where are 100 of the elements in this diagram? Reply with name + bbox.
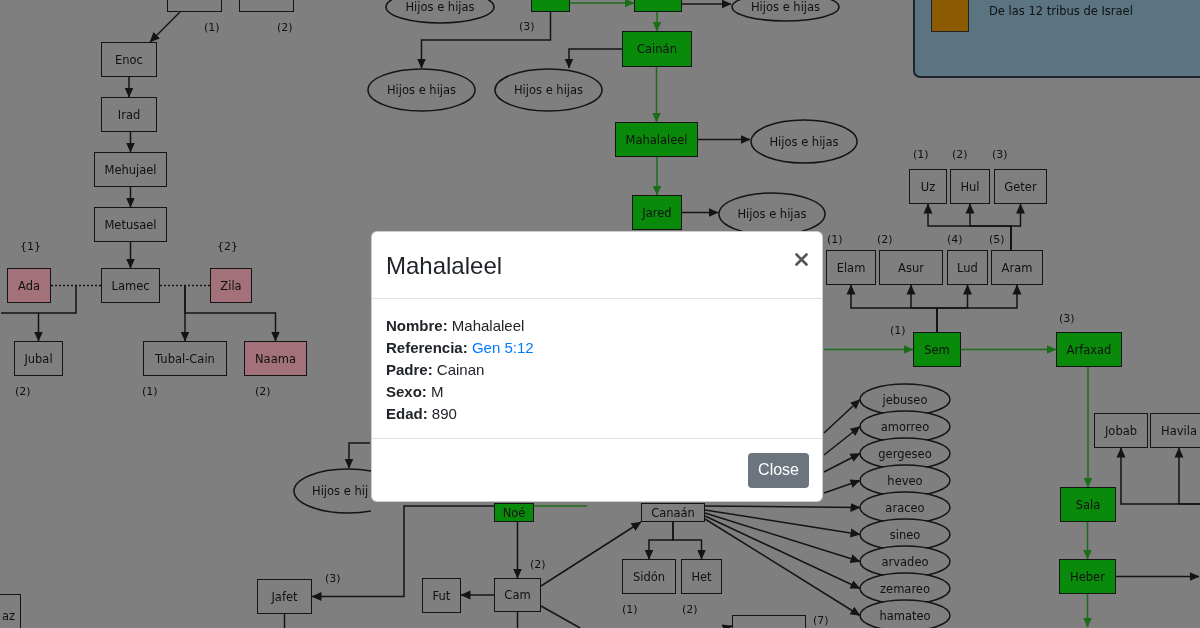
person-box: Het	[681, 559, 722, 594]
order-number: (2)	[877, 233, 893, 246]
detail-line: Sexo: M	[386, 382, 445, 402]
person-box: Arfaxad	[1056, 332, 1122, 367]
person-box: Aram	[991, 250, 1043, 285]
order-number: (3)	[992, 148, 1008, 161]
detail-line: Referencia: Gen 5:12	[386, 338, 535, 358]
arrow	[569, 0, 635, 8]
person-box: Mehujael	[94, 152, 167, 187]
person-box: Jared	[632, 195, 682, 230]
order-number: (1)	[622, 603, 638, 616]
arrow	[704, 512, 861, 563]
oval-node: Hijos e hijas	[367, 68, 476, 112]
arrow	[823, 398, 861, 434]
arrow	[126, 131, 135, 153]
person-box: Elam	[826, 250, 876, 285]
order-number: (1)	[890, 324, 906, 337]
legend-text: De las 12 tribus de Israel	[989, 4, 1133, 18]
person-box: Havila	[1150, 413, 1200, 448]
arrow	[823, 479, 861, 494]
arrow	[1083, 366, 1093, 488]
arrow	[681, 208, 719, 217]
person-box: Jobab	[1094, 413, 1148, 448]
arrow	[1174, 447, 1200, 505]
person-box: Jafet	[257, 579, 312, 614]
person-box: Mahalaleel	[615, 122, 698, 157]
person-box: Noé	[494, 503, 534, 522]
person-box: Jubal	[14, 341, 63, 376]
arrow	[681, 0, 732, 9]
oval-node: Hijos e hijas	[750, 119, 858, 164]
person-box: Zila	[210, 268, 252, 303]
dotted-line	[159, 284, 211, 287]
person-box: Ada	[7, 268, 51, 303]
person-box: Canaán	[641, 503, 705, 522]
arrow	[540, 521, 642, 587]
arrow	[1010, 203, 1025, 251]
person-box: Geter	[994, 169, 1047, 204]
order-number: (5)	[989, 233, 1005, 246]
person-box: Asur	[879, 250, 943, 285]
arrow	[704, 518, 861, 617]
order-number: (7)	[813, 614, 829, 627]
arrow	[697, 135, 751, 144]
order-number: {1}	[20, 240, 41, 253]
order-number: {2}	[217, 240, 238, 253]
detail-line: Padre: Cainan	[386, 360, 486, 380]
arrow	[652, 66, 661, 123]
person-box: Naama	[244, 341, 307, 376]
dotted-line	[50, 284, 102, 287]
modal-title: Mahalaleel	[386, 252, 503, 280]
arrow	[1083, 593, 1092, 628]
person-box: Irad	[101, 97, 157, 132]
person-box: Uz	[909, 169, 947, 204]
connector-line	[540, 605, 581, 628]
arrow	[417, 11, 552, 69]
person-box: Sala	[1060, 487, 1116, 522]
arrow	[126, 186, 135, 208]
person-box: Sidón	[622, 559, 676, 594]
arrow	[126, 241, 135, 269]
order-number: (2)	[277, 21, 293, 34]
arrow	[936, 284, 1022, 333]
arrow	[1115, 572, 1200, 581]
arrow	[184, 284, 280, 342]
order-number: (2)	[682, 603, 698, 616]
arrow	[823, 425, 861, 456]
oval-node: Hijos e hijas	[494, 68, 603, 112]
arrow	[704, 502, 861, 512]
arrow	[672, 521, 706, 560]
arrow	[1083, 521, 1092, 560]
arrow	[652, 156, 662, 196]
person-box: Enoc	[101, 42, 157, 77]
order-number: (1)	[913, 148, 929, 161]
order-number: (3)	[519, 20, 535, 33]
close-button: Close	[748, 452, 809, 488]
arrow	[652, 11, 662, 32]
person-box: Cam	[494, 578, 541, 612]
person-box: Tubal-Cain	[143, 341, 227, 376]
person-box: Hul	[950, 169, 990, 204]
person-box: Metusael	[94, 207, 167, 242]
person-box: Lud	[947, 250, 988, 285]
order-number: (1)	[204, 21, 220, 34]
arrow	[823, 452, 861, 473]
arrow	[311, 505, 495, 601]
reference-link: Gen 5:12	[471, 339, 534, 356]
person-box: Sem	[913, 332, 961, 367]
person-box: Lamec	[101, 268, 160, 303]
arrow	[513, 521, 522, 579]
order-number: (3)	[1059, 312, 1075, 325]
order-number: (4)	[947, 233, 963, 246]
detail-line: Edad: 890	[386, 404, 458, 424]
connector-line	[533, 505, 588, 507]
order-number: (2)	[15, 385, 31, 398]
arrow	[564, 48, 623, 69]
arrow	[960, 345, 1057, 354]
arrow	[149, 11, 181, 43]
detail-line: Nombre: Mahalaleel	[386, 316, 526, 336]
person-box: az	[0, 594, 21, 628]
arrow	[704, 515, 861, 590]
arrow	[704, 509, 861, 538]
person-box: Heber	[1059, 559, 1116, 594]
order-number: (3)	[325, 572, 341, 585]
